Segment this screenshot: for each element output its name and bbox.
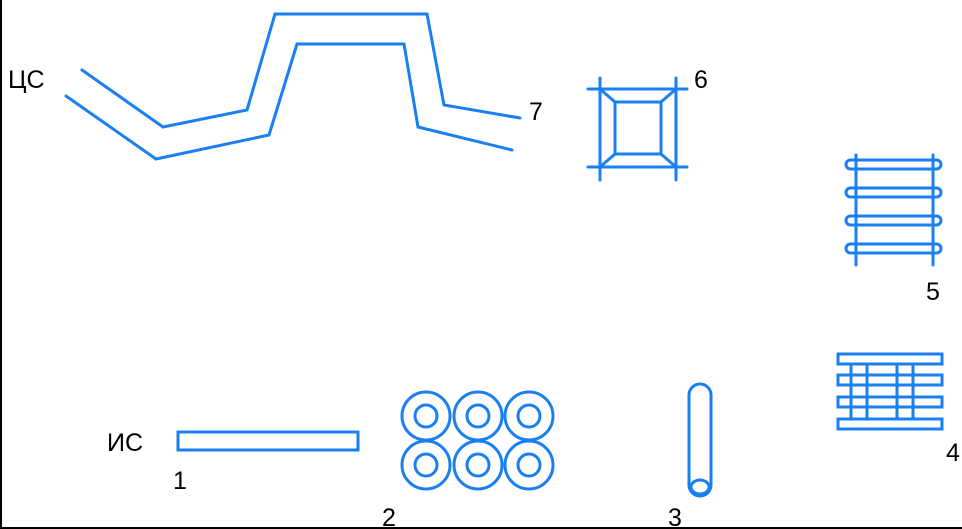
label-1: 1 — [173, 467, 187, 495]
label-3: 3 — [668, 504, 682, 529]
label-cs: ЦС — [8, 66, 45, 94]
tube-bundle-2 — [400, 390, 555, 491]
stacked-slabs-4 — [836, 352, 944, 431]
flat-bar-1 — [176, 430, 360, 452]
bar-mesh-5 — [844, 153, 943, 267]
label-7: 7 — [529, 98, 543, 126]
label-is: ИС — [107, 429, 143, 457]
square-frame-6 — [586, 76, 689, 182]
label-4: 4 — [946, 439, 960, 467]
rod-3 — [687, 382, 713, 498]
label-5: 5 — [926, 278, 940, 306]
label-6: 6 — [694, 66, 708, 94]
bent-strip-7 — [64, 12, 522, 161]
label-2: 2 — [382, 504, 396, 529]
